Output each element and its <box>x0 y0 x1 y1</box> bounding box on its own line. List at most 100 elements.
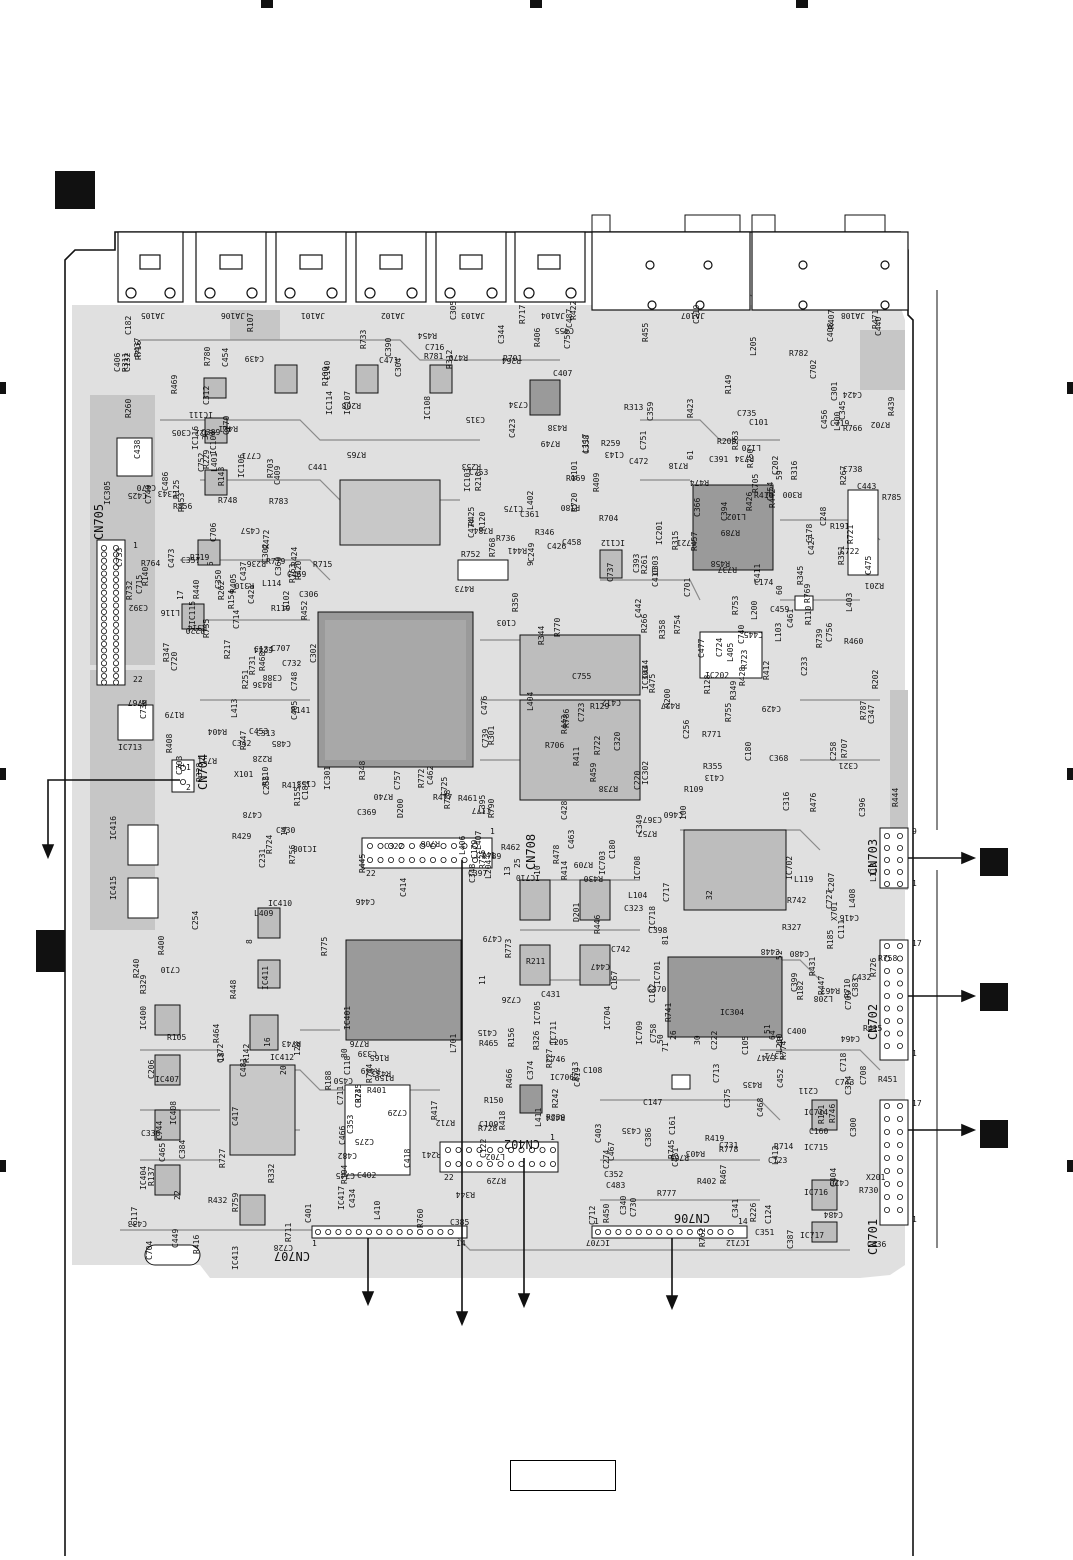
component-label: C301 <box>830 382 839 401</box>
pin-label: 1 <box>912 1215 917 1224</box>
ic-label-ic302: IC302 <box>641 761 650 785</box>
component-label: C423 <box>508 419 517 438</box>
component-label: C757 <box>393 771 402 790</box>
component-label: R472 <box>262 530 271 549</box>
ic-pin-number-labels: 1345891011131416171820222526303248505152… <box>173 427 785 1200</box>
component-label: R721 <box>846 525 855 544</box>
component-label: C398 <box>648 926 667 935</box>
pin-pad <box>884 1181 891 1188</box>
component-label: C729 <box>388 1108 407 1117</box>
pin-pad <box>355 1229 362 1236</box>
pin-pad <box>884 955 891 962</box>
component-label: R741 <box>664 1003 673 1022</box>
component-label: C486 <box>161 472 170 491</box>
ic-label-ic705: IC705 <box>533 1001 542 1025</box>
component-label: C134 <box>254 645 273 654</box>
header-cn704 <box>171 759 195 793</box>
ic-label-ic715: IC715 <box>804 1143 828 1152</box>
component-label: C457 <box>241 526 260 535</box>
component-label: C724 <box>715 638 724 657</box>
component-label: C749 <box>144 485 153 504</box>
component-label: R332 <box>267 1164 276 1183</box>
component-label: R149 <box>724 375 733 394</box>
component-label: C179 <box>470 840 479 859</box>
component-label: X101 <box>234 770 253 779</box>
ic-label-ic703: IC703 <box>598 851 607 875</box>
ic-ic701 <box>667 956 783 1038</box>
component-label: C375 <box>723 1089 732 1108</box>
component-label: R451 <box>878 1075 897 1084</box>
component-label: R260 <box>124 399 133 418</box>
component-label: R415 <box>863 1024 882 1033</box>
component-label: C452 <box>776 1069 785 1088</box>
pin-pad <box>429 857 436 864</box>
component-label: C306 <box>299 590 318 599</box>
component-label: R128 <box>703 675 712 694</box>
component-label: R315 <box>671 531 680 550</box>
pin-label: 1 <box>490 827 495 836</box>
component-label: R730 <box>859 1186 878 1195</box>
component-label: D201 <box>572 903 581 922</box>
component-label: L411 <box>534 1108 543 1127</box>
pin-pad <box>605 1229 612 1236</box>
component-label: L403 <box>845 593 854 612</box>
component-label: C383 <box>851 978 860 997</box>
component-label: C474 <box>467 519 476 538</box>
component-label: C402 <box>357 1171 376 1180</box>
component-label: C313 <box>256 729 275 738</box>
component-label: R351 <box>837 546 846 565</box>
component-label: C466 <box>338 1126 347 1145</box>
component-label: R344 <box>537 626 546 645</box>
pin-pad <box>897 1194 904 1201</box>
ic-pin-number: 32 <box>705 890 714 900</box>
label-cn704: CN704 <box>196 754 210 790</box>
pin-label: 1 <box>912 879 917 888</box>
component-label: R211 <box>526 957 545 966</box>
pin-pad <box>398 857 405 864</box>
component-label: C414 <box>399 878 408 897</box>
pin-pad <box>884 968 891 975</box>
marker-cn701 <box>980 1120 1008 1148</box>
component-label: R119 <box>271 604 290 613</box>
pin-pad <box>646 1229 653 1236</box>
component-label: C427 <box>807 536 816 555</box>
ic-pin-number: 26 <box>669 1030 678 1040</box>
component-label: C222 <box>710 1031 719 1050</box>
component-label: C453 <box>249 727 268 736</box>
pin-pad <box>897 1168 904 1175</box>
pin-pad <box>697 1229 704 1236</box>
component-label: L405 <box>726 643 735 662</box>
component-label: C400 <box>787 1027 806 1036</box>
component-label: R753 <box>731 596 740 615</box>
signal-arrows <box>41 779 977 1327</box>
ic-label-ic412: IC412 <box>270 1053 294 1062</box>
component-label: R703 <box>266 459 275 478</box>
pin-pad <box>897 1207 904 1214</box>
pin-pad <box>529 1147 536 1154</box>
component-label: C182 <box>124 316 133 335</box>
component-label: C109 <box>479 1120 498 1129</box>
component-label: L404 <box>526 692 535 711</box>
component-label: C736 <box>139 700 148 719</box>
component-label: R450 <box>602 1204 611 1223</box>
component-label: R416 <box>192 1235 201 1254</box>
pin-pad <box>101 589 108 596</box>
component-label: C456 <box>820 410 829 429</box>
pin-pad <box>897 833 904 840</box>
component-label: C302 <box>261 544 270 563</box>
component-label: R109 <box>684 785 703 794</box>
pin-pad <box>444 1147 451 1154</box>
pin-pad <box>497 1147 504 1154</box>
component-label: R713 <box>571 1062 580 1081</box>
pin-pad <box>113 609 120 616</box>
component-label: C721 <box>677 538 696 547</box>
ic-ic715 <box>811 1179 838 1211</box>
ic-label-ic706: IC706 <box>550 1073 574 1082</box>
crystal-x201 <box>794 595 814 611</box>
component-label: C180 <box>608 840 617 859</box>
component-label: R188 <box>324 1071 333 1090</box>
component-label: R432 <box>208 1196 227 1205</box>
component-label: C745 <box>336 1171 355 1180</box>
pin-pad <box>884 1142 891 1149</box>
